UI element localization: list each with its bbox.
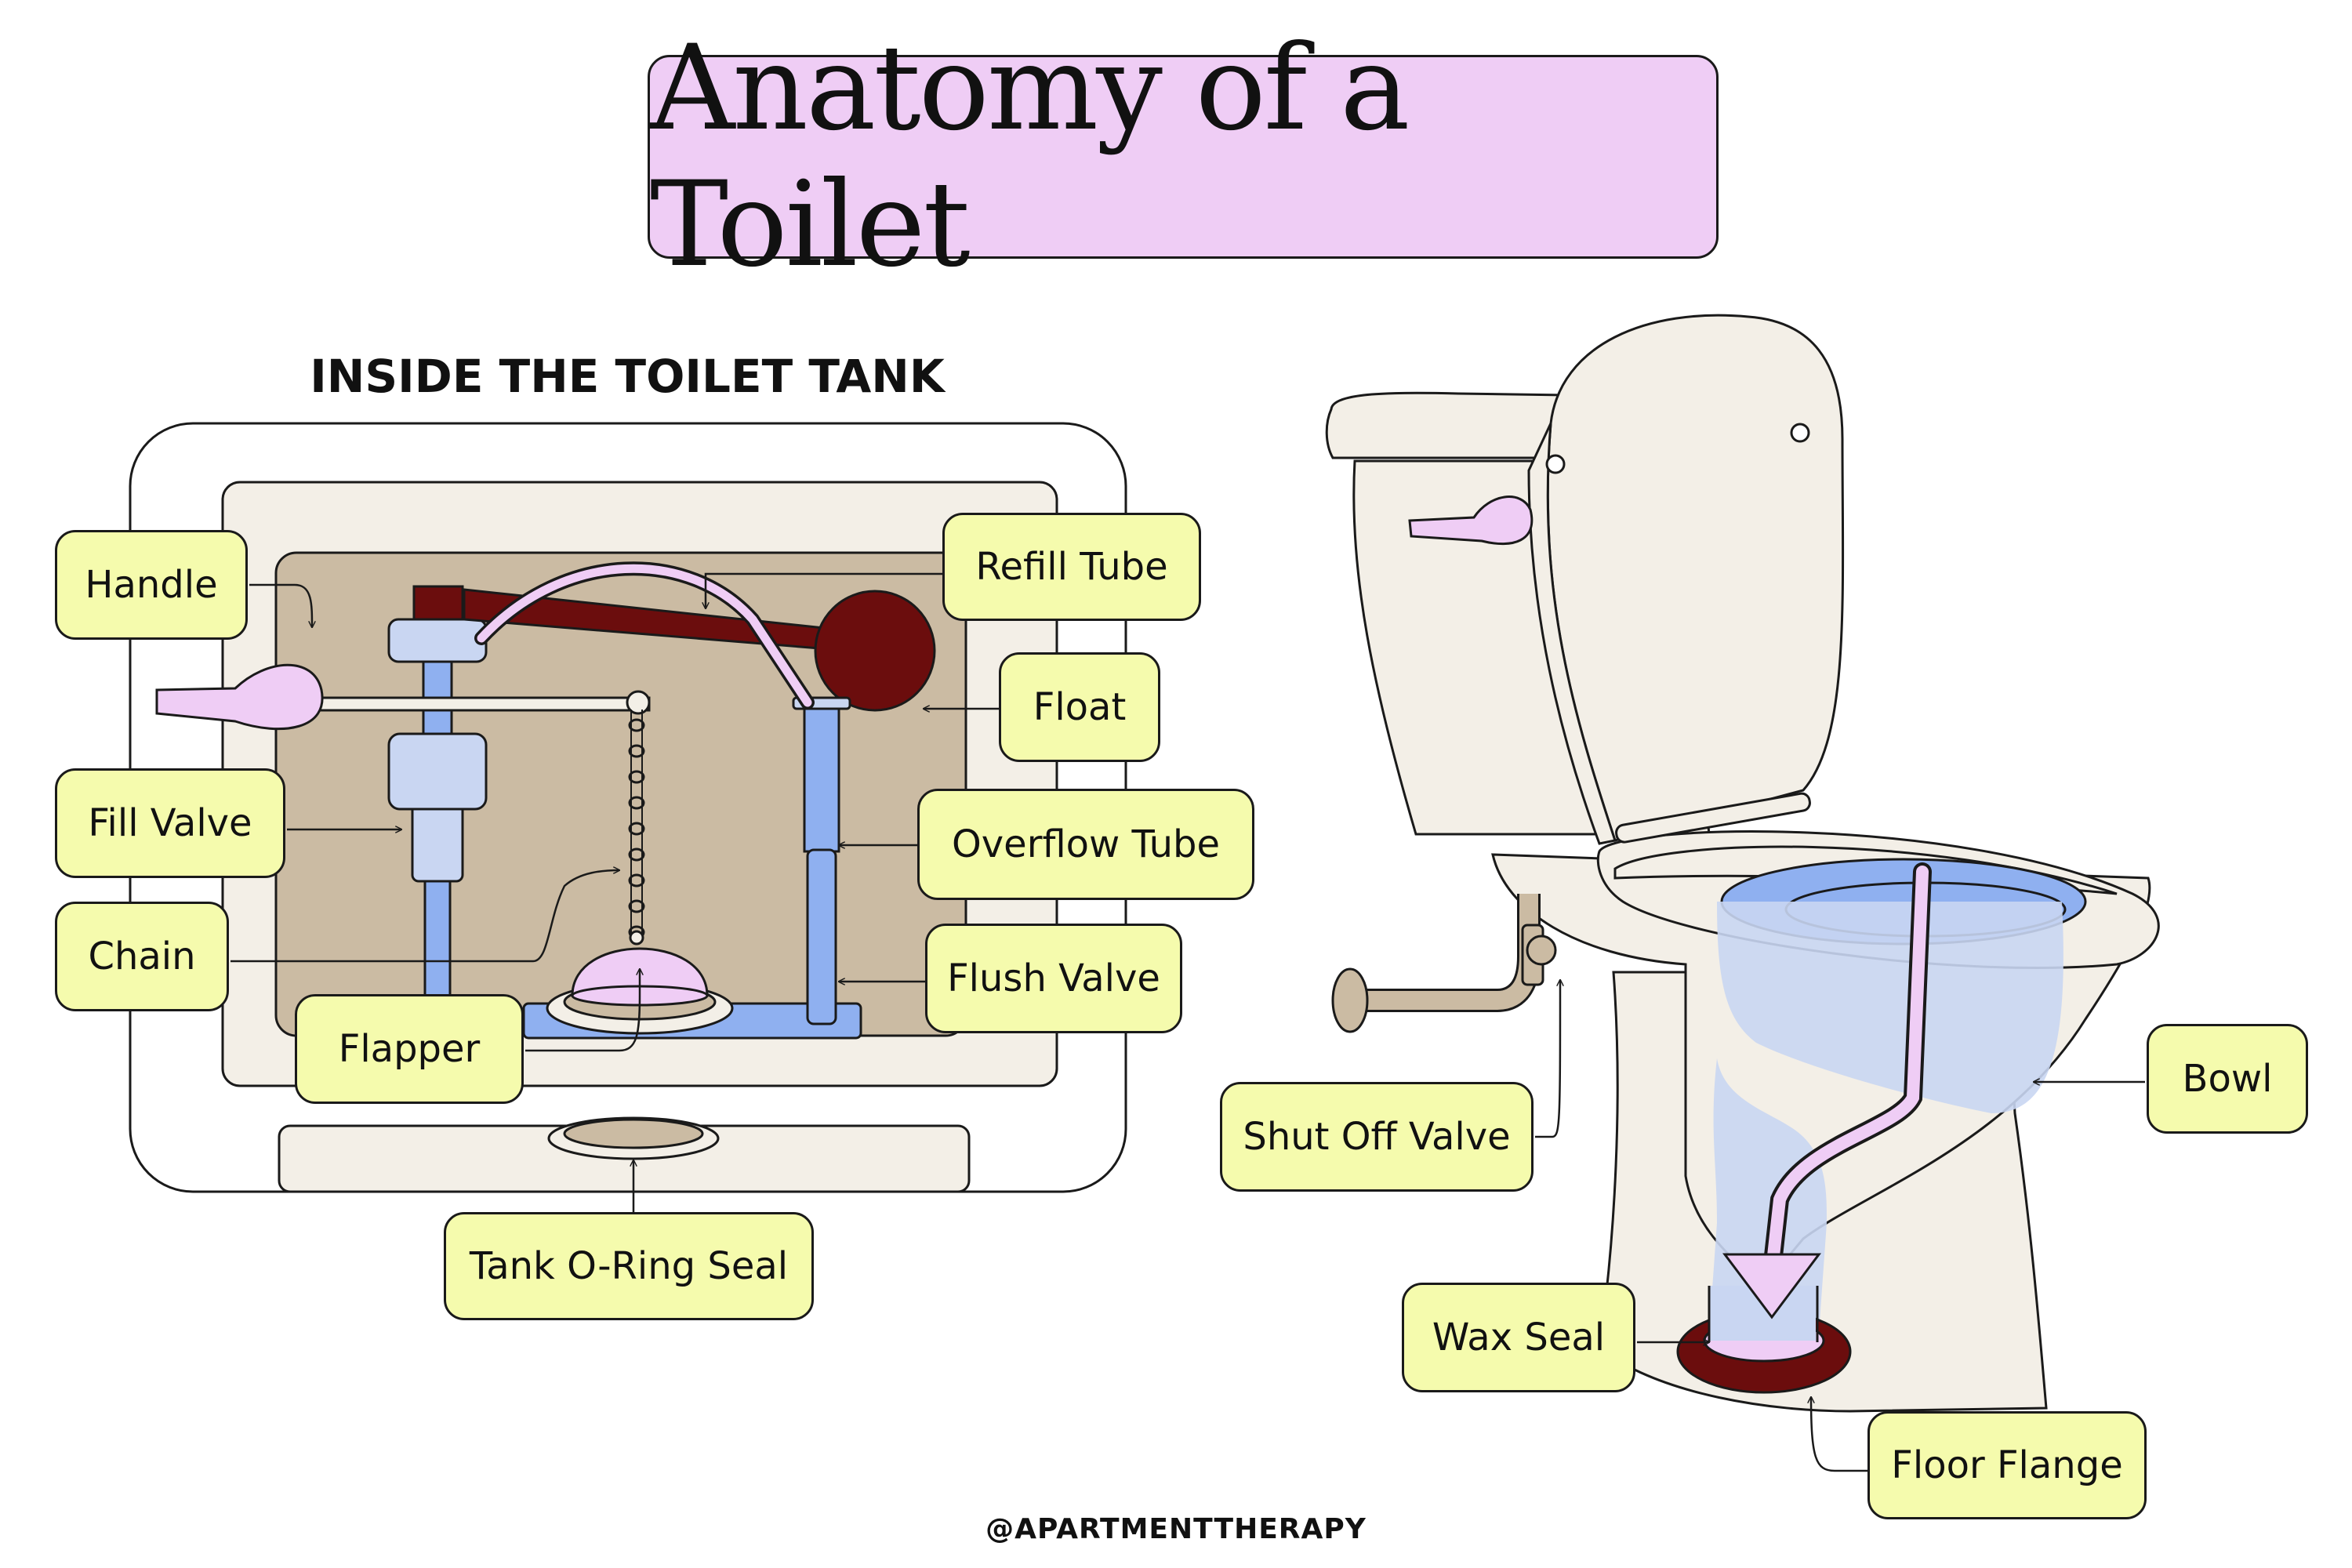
section-heading-tank: INSIDE THE TOILET TANK (310, 350, 945, 403)
lid-hinge-bolt (1545, 454, 1566, 474)
wall-escutcheon (1331, 967, 1369, 1033)
toilet-illustration (1325, 314, 2160, 1413)
label-flush-valve: Flush Valve (925, 924, 1182, 1033)
label-bowl: Bowl (2147, 1024, 2308, 1134)
label-floor-flange: Floor Flange (1867, 1411, 2147, 1519)
label-overflow-tube: Overflow Tube (917, 789, 1254, 900)
trapway (1709, 902, 1827, 1333)
overflow-tube-lower (806, 848, 837, 1025)
label-refill-tube: Refill Tube (942, 513, 1201, 621)
flow-arrowhead (1722, 1253, 1821, 1319)
tank-o-ring-inner (563, 1118, 704, 1149)
float-ball (814, 590, 936, 712)
footer-credit: @APARTMENTTHERAPY (985, 1513, 1367, 1545)
label-wax-seal: Wax Seal (1402, 1283, 1635, 1392)
fill-valve-cap (387, 618, 488, 663)
toilet-handle (1408, 495, 1534, 546)
label-flapper: Flapper (295, 994, 524, 1104)
chain (628, 710, 645, 941)
page-title: Anatomy of a Toilet (650, 20, 1410, 293)
label-chain: Chain (55, 902, 229, 1011)
label-tank-o-ring-seal: Tank O-Ring Seal (444, 1212, 814, 1320)
title-banner: Anatomy of a Toilet (648, 20, 1719, 293)
float-arm-mount (412, 585, 464, 621)
fill-valve-stem (422, 657, 453, 735)
overflow-tube-upper (803, 701, 840, 853)
toilet-seat-lid (1546, 314, 1845, 842)
seat-hinge (1615, 792, 1811, 844)
handle-lever (155, 663, 324, 731)
label-float: Float (999, 652, 1160, 762)
supply-pipe (1352, 894, 1541, 1012)
label-fill-valve: Fill Valve (55, 768, 285, 878)
fill-valve-body (387, 732, 488, 811)
leader-lines (230, 572, 2145, 1472)
handle-lever-rod (312, 696, 651, 712)
label-shut-off-valve: Shut Off Valve (1220, 1082, 1534, 1192)
fill-valve-lower (411, 798, 464, 883)
label-handle: Handle (55, 530, 248, 640)
